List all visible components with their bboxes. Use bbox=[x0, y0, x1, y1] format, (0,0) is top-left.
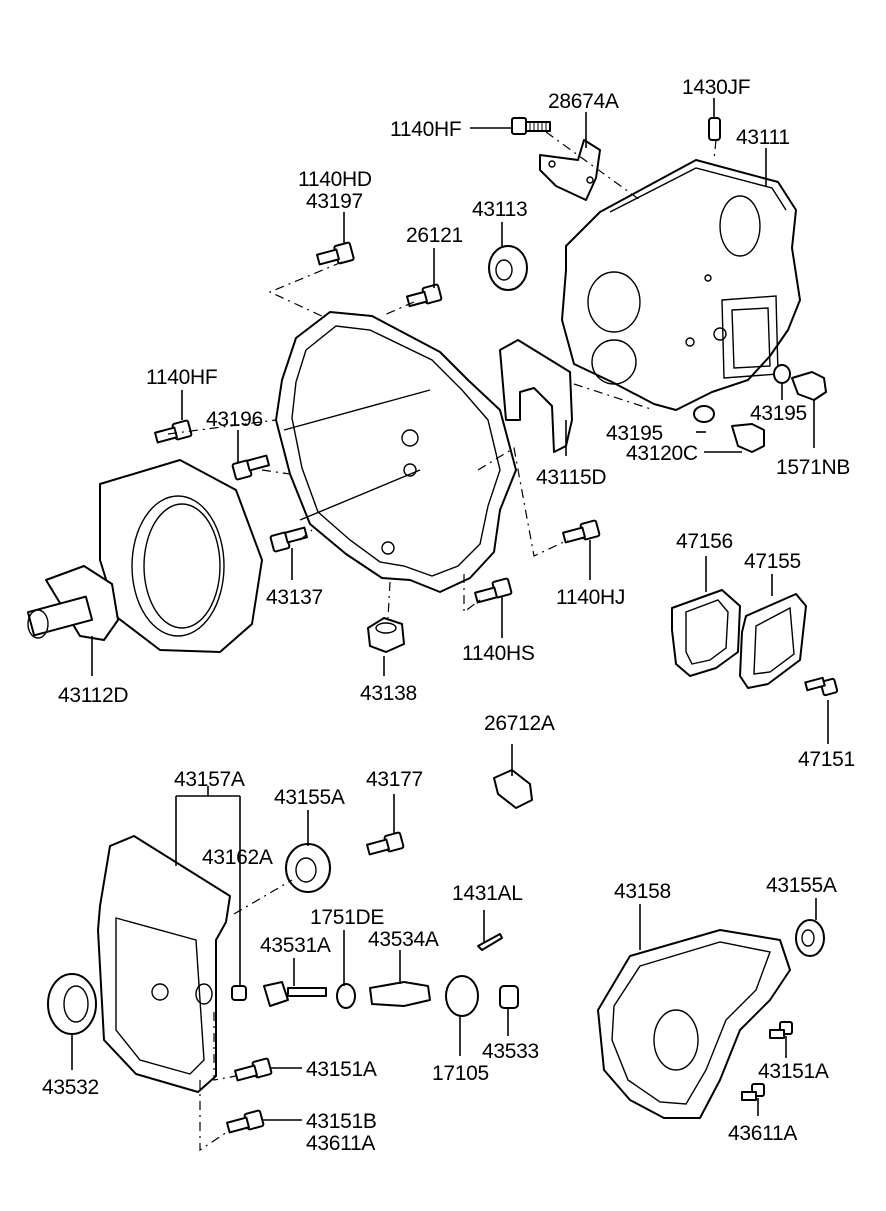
label-43195-right: 43195 bbox=[750, 402, 807, 425]
label-43532: 43532 bbox=[42, 1076, 99, 1099]
label-43120C: 43120C bbox=[626, 442, 698, 465]
label-43155A-right: 43155A bbox=[766, 874, 837, 897]
speedometer-gear-43531A bbox=[263, 981, 327, 1007]
bushing-43533 bbox=[499, 985, 519, 1009]
label-1571NB: 1571NB bbox=[776, 456, 850, 479]
label-26121: 26121 bbox=[406, 224, 463, 247]
label-43534A: 43534A bbox=[368, 928, 439, 951]
bolt-43611A-right bbox=[741, 1083, 765, 1101]
label-1140HS: 1140HS bbox=[462, 642, 535, 665]
label-43158: 43158 bbox=[614, 880, 671, 903]
gasket-47156 bbox=[671, 589, 741, 677]
bolt-1140HF-left bbox=[154, 419, 193, 444]
plug-43120C bbox=[731, 423, 765, 453]
label-43138: 43138 bbox=[360, 682, 417, 705]
label-17105: 17105 bbox=[432, 1062, 489, 1085]
cover-47155 bbox=[739, 593, 807, 689]
part-labels: 1140HF 28674A 1430JF 43111 1140HD 43197 … bbox=[42, 76, 855, 1155]
label-1140HF-top: 1140HF bbox=[390, 118, 461, 141]
clip-26712A bbox=[493, 769, 533, 809]
label-43533: 43533 bbox=[482, 1040, 539, 1063]
plug-1571NB bbox=[791, 371, 827, 401]
transfer-case-43158 bbox=[597, 929, 791, 1119]
bolt-43151B bbox=[226, 1109, 265, 1134]
label-43151B: 43151B bbox=[306, 1110, 377, 1133]
washer-43195-right bbox=[773, 364, 791, 384]
label-1140HJ: 1140HJ bbox=[556, 586, 625, 609]
label-43115D: 43115D bbox=[536, 466, 606, 489]
label-1140HF-left: 1140HF bbox=[146, 366, 217, 389]
clutch-housing bbox=[275, 311, 517, 593]
label-43137: 43137 bbox=[266, 586, 323, 609]
washer-1751DE bbox=[336, 983, 356, 1009]
bolt-1140HJ bbox=[562, 519, 601, 544]
label-47156: 47156 bbox=[676, 530, 733, 553]
label-43151A-left: 43151A bbox=[306, 1058, 377, 1081]
bolt-47151 bbox=[804, 676, 839, 697]
label-47151: 47151 bbox=[798, 748, 855, 771]
transmission-case-43111 bbox=[561, 159, 801, 411]
label-43611A-right: 43611A bbox=[728, 1122, 797, 1145]
o-ring-17105 bbox=[445, 975, 479, 1017]
label-1430JF: 1430JF bbox=[682, 76, 750, 99]
cotter-pin-1431AL bbox=[477, 933, 503, 951]
bolt-1140HS bbox=[474, 577, 513, 604]
bolt-43137 bbox=[269, 526, 308, 553]
pin-1430JF bbox=[708, 117, 721, 141]
label-43111: 43111 bbox=[736, 126, 790, 149]
oil-seal-43113 bbox=[488, 245, 528, 291]
label-43177: 43177 bbox=[366, 768, 423, 791]
extension-housing-43157A bbox=[97, 835, 231, 1093]
clutch-cover bbox=[99, 459, 263, 653]
oil-seal-43155A-right bbox=[795, 919, 825, 957]
sleeve-43534A bbox=[369, 981, 431, 1007]
guide-tube-43112D bbox=[26, 565, 119, 641]
label-43157A: 43157A bbox=[174, 768, 245, 791]
washer-43195-mid bbox=[693, 405, 715, 423]
label-43197: 43197 bbox=[306, 190, 363, 213]
label-1751DE: 1751DE bbox=[310, 906, 384, 929]
label-43195-mid: 43195 bbox=[606, 422, 663, 445]
plug-43138 bbox=[367, 617, 405, 653]
label-43531A: 43531A bbox=[260, 934, 331, 957]
bolt-43196 bbox=[231, 454, 270, 481]
bolt-43177 bbox=[366, 831, 405, 856]
label-43155A-left: 43155A bbox=[274, 786, 345, 809]
bolt-43151A-left bbox=[234, 1057, 273, 1082]
label-43151A-right: 43151A bbox=[758, 1060, 829, 1083]
label-43162A: 43162A bbox=[202, 846, 273, 869]
label-43611A-left: 43611A bbox=[306, 1132, 375, 1155]
label-28674A: 28674A bbox=[548, 90, 619, 113]
label-1431AL: 1431AL bbox=[452, 882, 523, 905]
label-43196: 43196 bbox=[206, 408, 263, 431]
bolt-1140HF-top bbox=[511, 117, 551, 135]
gasket-43115D bbox=[499, 339, 573, 453]
label-43113: 43113 bbox=[472, 198, 527, 221]
label-26712A: 26712A bbox=[484, 712, 555, 735]
bolt-43151A-right bbox=[769, 1021, 793, 1039]
label-43112D: 43112D bbox=[58, 684, 128, 707]
label-1140HD: 1140HD bbox=[298, 168, 372, 191]
leader-lines bbox=[71, 98, 829, 1121]
bracket-28674A bbox=[539, 139, 601, 201]
assembly-dash-lines bbox=[167, 131, 717, 1152]
oil-seal-43532 bbox=[47, 973, 97, 1035]
bolt-1140HD-43197 bbox=[316, 241, 355, 266]
label-47155: 47155 bbox=[744, 550, 801, 573]
oil-seal-43155A-left bbox=[285, 843, 331, 893]
nut-43162A bbox=[231, 985, 247, 1001]
